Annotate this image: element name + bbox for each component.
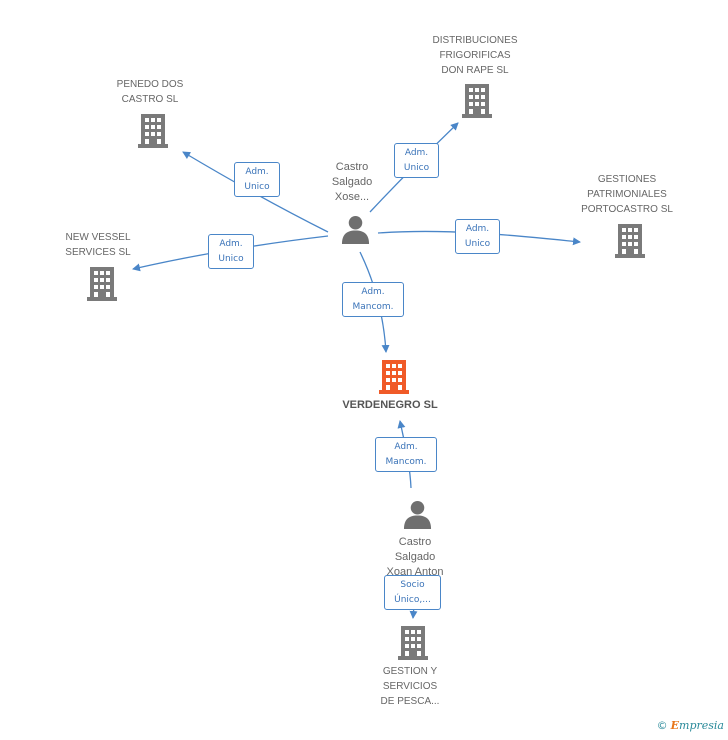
building-icon-verdenegro[interactable]	[379, 360, 409, 394]
empresia-footer[interactable]: ©Empresia	[657, 719, 724, 732]
building-icon-distribuciones[interactable]	[462, 84, 492, 118]
copyright-symbol: ©	[656, 719, 668, 732]
edge-label-penedo[interactable]: Adm. Unico	[234, 162, 280, 197]
building-icon-gestion-servicios[interactable]	[398, 626, 428, 660]
company-label-distribuciones[interactable]: DISTRIBUCIONES FRIGORIFICAS DON RAPE SL	[432, 35, 518, 76]
edge-label-gestiones[interactable]: Adm. Unico	[455, 219, 500, 254]
person-icon-xoan[interactable]	[403, 500, 432, 529]
company-label-gestion-servicios[interactable]: GESTION Y SERVICIOS DE PESCA...	[380, 666, 440, 707]
edge-label-newvessel[interactable]: Adm. Unico	[208, 234, 254, 269]
edge-label-distribuciones[interactable]: Adm. Unico	[394, 143, 439, 178]
edge-label-socio[interactable]: Socio Único,...	[384, 575, 441, 610]
building-icon-newvessel[interactable]	[87, 267, 117, 301]
company-label-penedo[interactable]: PENEDO DOS CASTRO SL	[116, 79, 184, 105]
person-label-xose[interactable]: Castro Salgado Xose...	[331, 161, 373, 203]
brand-initial: E	[670, 719, 680, 732]
company-label-newvessel[interactable]: NEW VESSEL SERVICES SL	[65, 232, 131, 258]
building-icon-penedo[interactable]	[138, 114, 168, 148]
company-label-gestiones[interactable]: GESTIONES PATRIMONIALES PORTOCASTRO SL	[581, 174, 673, 215]
building-icon-gestiones[interactable]	[615, 224, 645, 258]
person-label-xoan[interactable]: Castro Salgado Xoan Anton	[386, 536, 444, 578]
brand-name: mpresia	[679, 719, 724, 732]
person-icon-xose[interactable]	[341, 215, 370, 244]
edge-label-verdenegro-top[interactable]: Adm. Mancom.	[342, 282, 404, 317]
edge-label-verdenegro-bottom[interactable]: Adm. Mancom.	[375, 437, 437, 472]
company-label-verdenegro[interactable]: VERDENEGRO SL	[342, 399, 438, 411]
